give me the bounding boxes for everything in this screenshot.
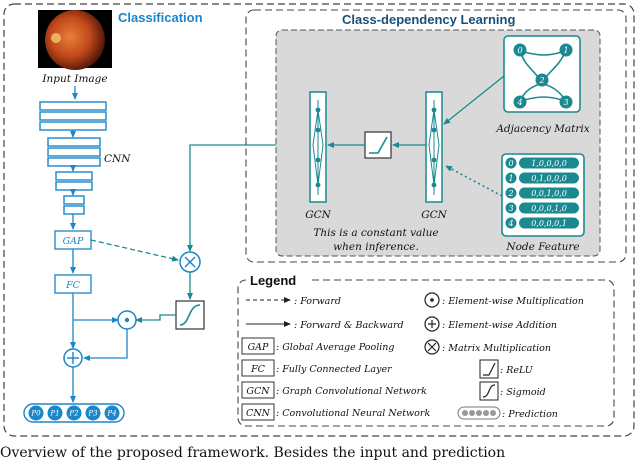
- adjacency-matrix-label: Adjacency Matrix: [495, 123, 589, 135]
- prediction-node: P2: [66, 405, 82, 421]
- legend-relu: : ReLU: [500, 365, 534, 376]
- adjacency-nodes: 0 1 2 4 3: [513, 43, 573, 109]
- node-feature-index: 3: [508, 204, 513, 213]
- prediction-label: P0: [30, 410, 41, 418]
- legend-gap: : Global Average Pooling: [276, 342, 395, 353]
- adjacency-node: 0: [513, 43, 527, 57]
- legend-gcn: : Graph Convolutional Network: [276, 386, 427, 397]
- node-feature-vector: 0,0,1,0,0: [531, 189, 567, 198]
- legend-matrix-mult: : Matrix Multiplication: [442, 343, 551, 354]
- node-feature-row: 3 0,0,0,1,0: [505, 202, 579, 214]
- node-feature-vector: 0,0,0,1,0: [531, 204, 567, 213]
- class-dependency-frame: [245, 9, 627, 263]
- gcn-to-matmul-edge: [187, 144, 308, 252]
- legend-forward-backward: : Forward & Backward: [294, 320, 404, 331]
- legend-elementwise-mult: : Element-wise Multiplication: [442, 296, 584, 307]
- node-feature-index: 4: [507, 219, 513, 228]
- node-feature-vector: 0,0,0,0,1: [531, 219, 567, 228]
- fundus-photo: [45, 10, 105, 70]
- node-feature-rows: 0 1,0,0,0,0 1 0,1,0,0,0 2 0,0,1,0,0 3 0,0,0,1,0…: [505, 157, 579, 229]
- prediction-label: P3: [87, 410, 98, 418]
- prediction-nodes: P0 P1 P2 P3 P4: [28, 405, 120, 421]
- node-feature-vector: 0,1,0,0,0: [531, 174, 567, 183]
- legend-gap-key: GAP: [248, 342, 269, 353]
- legend-forward: : Forward: [294, 296, 341, 307]
- legend-title: Legend: [250, 273, 296, 288]
- prediction-node: P3: [85, 405, 101, 421]
- class-dependency-title: Class-dependency Learning: [342, 12, 515, 27]
- prediction-label: P2: [68, 410, 79, 418]
- prediction-node: P4: [104, 405, 120, 421]
- legend-fc-key: FC: [250, 364, 266, 375]
- figure-caption: Overview of the proposed framework. Besi…: [0, 445, 505, 460]
- legend-relu-icon: [479, 359, 499, 379]
- adjacency-node: 4: [513, 95, 527, 109]
- legend-fc: : Fully Connected Layer: [276, 364, 393, 375]
- optic-disc: [51, 33, 61, 43]
- legend-cnn: : Convolutional Neural Network: [276, 408, 430, 419]
- input-image-label: Input Image: [41, 73, 107, 85]
- relu-box: [364, 131, 392, 159]
- fc-label: FC: [65, 280, 81, 291]
- outer-frame: [3, 3, 635, 437]
- node-feature-row: 4 0,0,0,0,1: [505, 217, 579, 229]
- constant-note-line2: when inference.: [333, 241, 419, 253]
- constant-note-line1: This is a constant value: [313, 227, 438, 239]
- adjacency-node-label: 3: [563, 98, 568, 107]
- prediction-label: P4: [106, 410, 116, 418]
- node-feature-index: 2: [507, 189, 513, 198]
- gap-label: GAP: [63, 236, 84, 247]
- node-feature-index: 0: [508, 159, 513, 168]
- adjacency-node: 2: [535, 73, 549, 87]
- node-feature-index: 1: [508, 174, 513, 183]
- node-feature-vector: 1,0,0,0,0: [531, 159, 567, 168]
- gcn-right-label: GCN: [421, 209, 447, 221]
- legend-cnn-key: CNN: [246, 408, 271, 419]
- adjacency-node-label: 0: [517, 46, 522, 55]
- node-feature-row: 0 1,0,0,0,0: [505, 157, 579, 169]
- node-feature-label: Node Feature: [505, 241, 579, 253]
- adjacency-node-label: 1: [563, 46, 568, 55]
- prediction-label: P1: [49, 410, 59, 418]
- gcn-left-label: GCN: [305, 209, 331, 221]
- adjacency-node-label: 2: [538, 76, 544, 85]
- prediction-node: P1: [47, 405, 63, 421]
- legend-elementwise-add: : Element-wise Addition: [442, 320, 557, 331]
- adjacency-to-gcn-edge: [443, 75, 505, 125]
- prediction-node: P0: [28, 405, 44, 421]
- classification-title: Classification: [118, 10, 203, 25]
- legend-frame: [237, 279, 615, 427]
- legend-prediction: : Prediction: [502, 409, 558, 420]
- legend-sigmoid: : Sigmoid: [500, 387, 546, 398]
- feature-to-gcn-edge: [445, 165, 503, 197]
- adjacency-node: 1: [559, 43, 573, 57]
- node-feature-row: 2 0,0,1,0,0: [505, 187, 579, 199]
- cnn-block: [39, 101, 107, 215]
- cnn-label: CNN: [104, 153, 131, 165]
- adjacency-node: 3: [559, 95, 573, 109]
- node-feature-row: 1 0,1,0,0,0: [505, 172, 579, 184]
- gap-to-matmul-edge: [90, 239, 179, 262]
- legend-gcn-key: GCN: [246, 386, 270, 397]
- adjacency-node-label: 4: [516, 98, 522, 107]
